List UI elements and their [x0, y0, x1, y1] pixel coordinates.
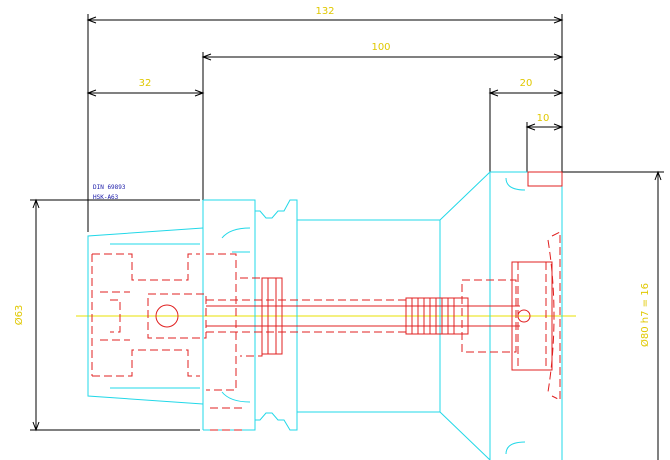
dim-body-length: 100 — [371, 42, 390, 53]
dim-taper-diameter: Ø63 — [13, 305, 25, 326]
dim-taper-length: 32 — [139, 78, 152, 89]
dim-overall-length: 132 — [315, 6, 334, 17]
tool-holder-contour — [87, 171, 563, 460]
dim-flange-diameter: Ø80 h7 = 16 — [639, 283, 651, 347]
dim-key-width: 10 — [537, 113, 550, 124]
internal-features — [91, 171, 563, 431]
dim-flange-width: 20 — [520, 78, 533, 89]
note-shank: HSK-A63 — [93, 194, 119, 201]
note-standard: DIN 69893 — [93, 184, 126, 191]
dimension-lines — [30, 14, 664, 460]
